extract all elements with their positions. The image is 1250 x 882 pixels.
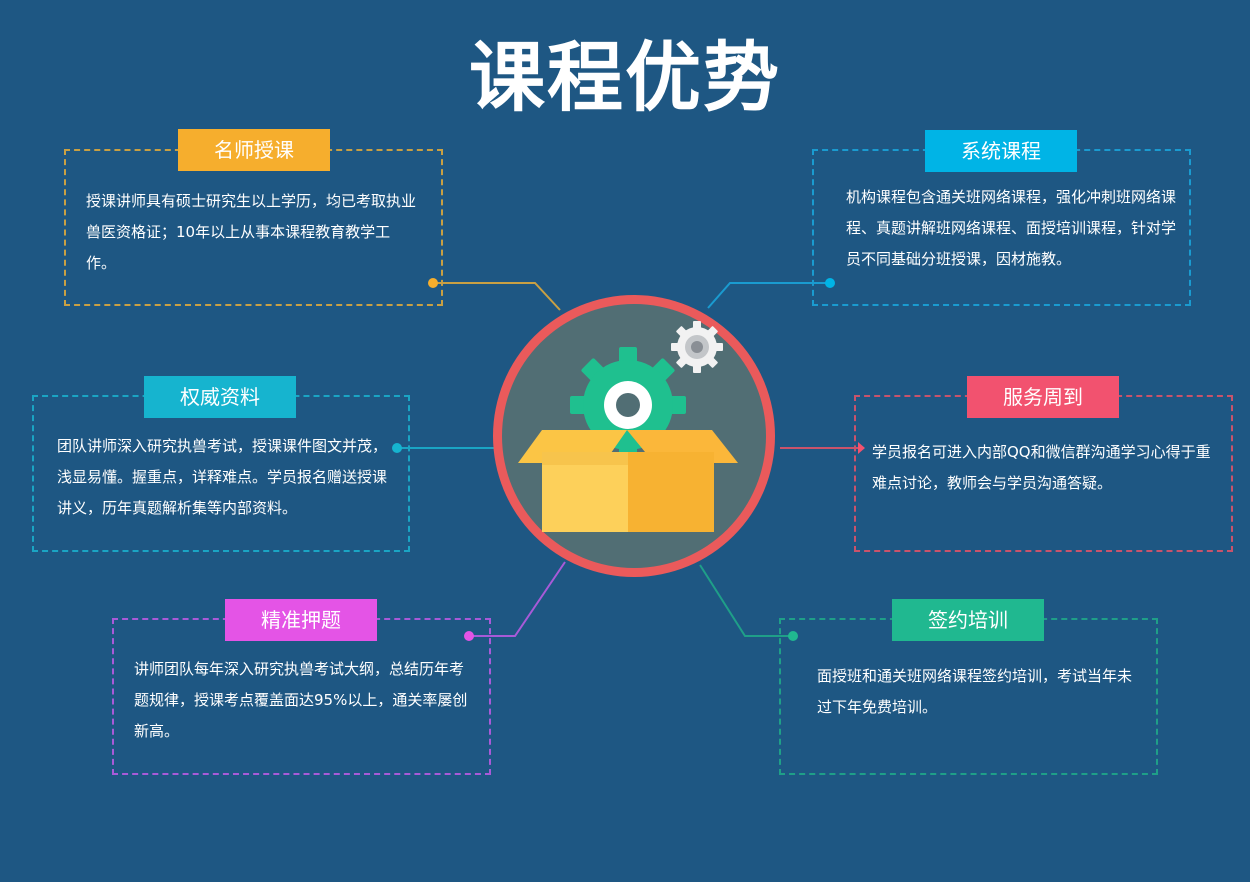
feature-label-materials: 权威资料 <box>144 376 296 418</box>
feature-desc-predictions: 讲师团队每年深入研究执兽考试大纲，总结历年考题规律，授课考点覆盖面达95%以上，… <box>134 660 468 740</box>
feature-label-service: 服务周到 <box>967 376 1119 418</box>
feature-label-teachers: 名师授课 <box>178 129 330 171</box>
feature-label-contract: 签约培训 <box>892 599 1044 641</box>
box-icon <box>518 430 738 532</box>
center-gear-box-illustration <box>493 295 775 577</box>
feature-desc-contract: 面授班和通关班网络课程签约培训，考试当年未过下年免费培训。 <box>817 667 1133 716</box>
feature-desc-service: 学员报名可进入内部QQ和微信群沟通学习心得于重难点讨论，教师会与学员沟通答疑。 <box>872 443 1211 492</box>
feature-label-predictions: 精准押题 <box>225 599 377 641</box>
feature-desc-materials: 团队讲师深入研究执兽考试，授课课件图文并茂，浅显易懂。握重点，详释难点。学员报名… <box>57 437 388 517</box>
feature-label-courses: 系统课程 <box>925 130 1077 172</box>
small-gear-icon <box>671 321 723 373</box>
feature-desc-courses: 机构课程包含通关班网络课程，强化冲刺班网络课程、真题讲解班网络课程、面授培训课程… <box>846 188 1177 268</box>
feature-desc-teachers: 授课讲师具有硕士研究生以上学历，均已考取执业兽医资格证；10年以上从事本课程教育… <box>86 192 417 272</box>
page-title: 课程优势 <box>469 33 781 122</box>
